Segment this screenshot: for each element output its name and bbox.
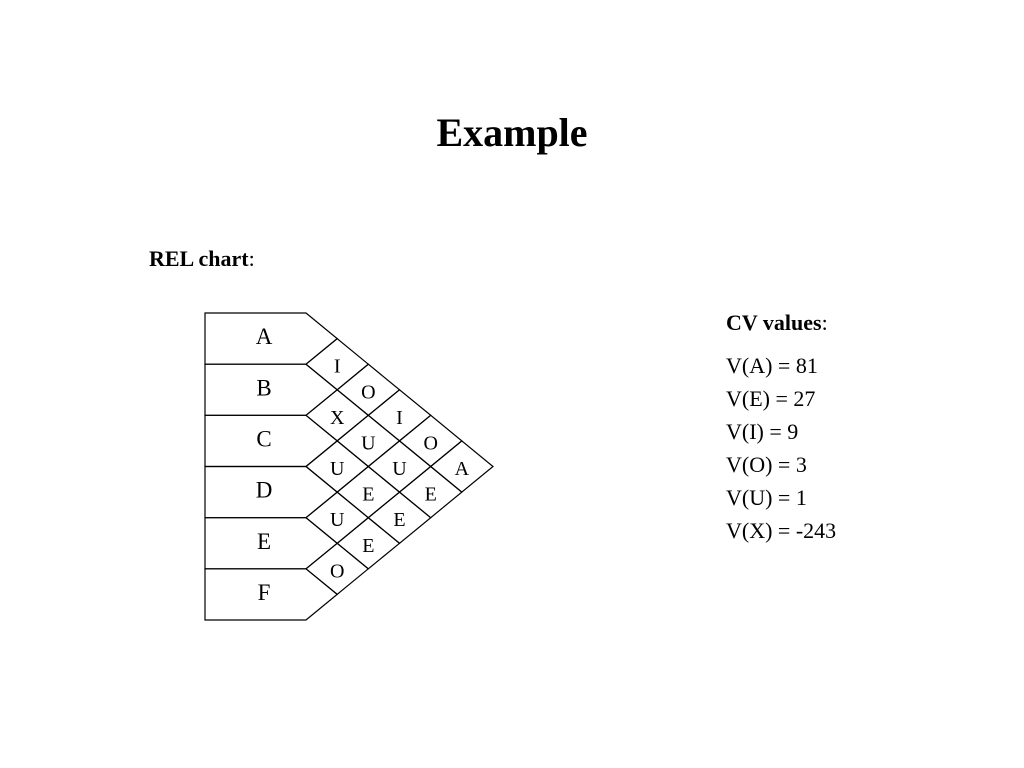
relationship-code: U bbox=[361, 432, 376, 454]
row-C: C bbox=[204, 414, 339, 468]
cv-values-heading-suffix: : bbox=[822, 310, 828, 335]
cv-values-heading-label: CV values bbox=[726, 310, 822, 335]
relationship-code: U bbox=[330, 458, 345, 480]
relationship-cell-D-F: E bbox=[336, 516, 401, 570]
rel-chart-heading-suffix: : bbox=[249, 246, 255, 271]
relationship-code: U bbox=[330, 509, 345, 531]
relationship-cell-B-D: U bbox=[336, 414, 401, 468]
cv-value-item: V(X) = -243 bbox=[726, 518, 836, 543]
rel-chart-heading: REL chart: bbox=[149, 246, 255, 271]
row-A: A bbox=[204, 312, 339, 365]
rel-chart-heading-label: REL chart bbox=[149, 246, 249, 271]
relationship-code: O bbox=[423, 432, 437, 454]
row-label: D bbox=[256, 478, 273, 503]
row-E: E bbox=[204, 517, 339, 570]
cv-values-heading: CV values: bbox=[726, 310, 828, 335]
relationship-code: E bbox=[362, 484, 374, 506]
row-box bbox=[204, 517, 339, 570]
row-label: A bbox=[256, 324, 273, 349]
relationship-diamond bbox=[305, 542, 370, 596]
cv-value-item: V(U) = 1 bbox=[726, 485, 807, 510]
cv-value-item: V(A) = 81 bbox=[726, 353, 818, 378]
relationship-code: E bbox=[425, 484, 437, 506]
row-box bbox=[204, 568, 339, 621]
row-B: B bbox=[204, 363, 339, 416]
relationship-code: I bbox=[396, 407, 403, 429]
relationship-cell-C-F: E bbox=[367, 491, 432, 545]
relationship-code: X bbox=[330, 407, 345, 429]
relationship-code: O bbox=[330, 560, 344, 582]
relationship-cell-C-D: U bbox=[305, 440, 370, 493]
row-D: D bbox=[204, 465, 339, 519]
relationship-cell-B-E: U bbox=[367, 440, 432, 493]
relationship-code: E bbox=[362, 535, 374, 557]
row-label: B bbox=[256, 375, 271, 400]
cv-value-item: V(O) = 3 bbox=[726, 452, 807, 477]
relationship-cell-A-E: O bbox=[398, 414, 463, 468]
relationship-code: U bbox=[392, 458, 407, 480]
relationship-cell-C-E: E bbox=[336, 465, 401, 519]
relationship-cell-A-C: O bbox=[336, 363, 401, 417]
relationship-cell-B-C: X bbox=[305, 389, 370, 442]
relationship-code: A bbox=[455, 458, 470, 480]
cv-value-item: V(I) = 9 bbox=[726, 419, 798, 444]
relationship-code: E bbox=[393, 509, 405, 531]
row-label: E bbox=[257, 529, 271, 554]
relationship-cell-A-D: I bbox=[367, 389, 432, 442]
cv-value-item: V(E) = 27 bbox=[726, 386, 815, 411]
relationship-cell-A-F: A bbox=[429, 440, 494, 493]
relationship-cell-B-F: E bbox=[398, 465, 463, 519]
page-title: Example bbox=[436, 110, 587, 155]
row-F: F bbox=[204, 568, 339, 621]
row-label: F bbox=[258, 580, 271, 605]
relationship-cell-A-B: I bbox=[305, 337, 370, 391]
row-label: C bbox=[256, 426, 271, 451]
relationship-code: O bbox=[361, 381, 375, 403]
cv-values-list: V(A) = 81 V(E) = 27 V(I) = 9 V(O) = 3 V(U) =… bbox=[726, 353, 836, 543]
relationship-cell-D-E: U bbox=[305, 491, 370, 545]
relationship-code: I bbox=[334, 356, 341, 378]
relationship-cell-E-F: O bbox=[305, 542, 370, 596]
